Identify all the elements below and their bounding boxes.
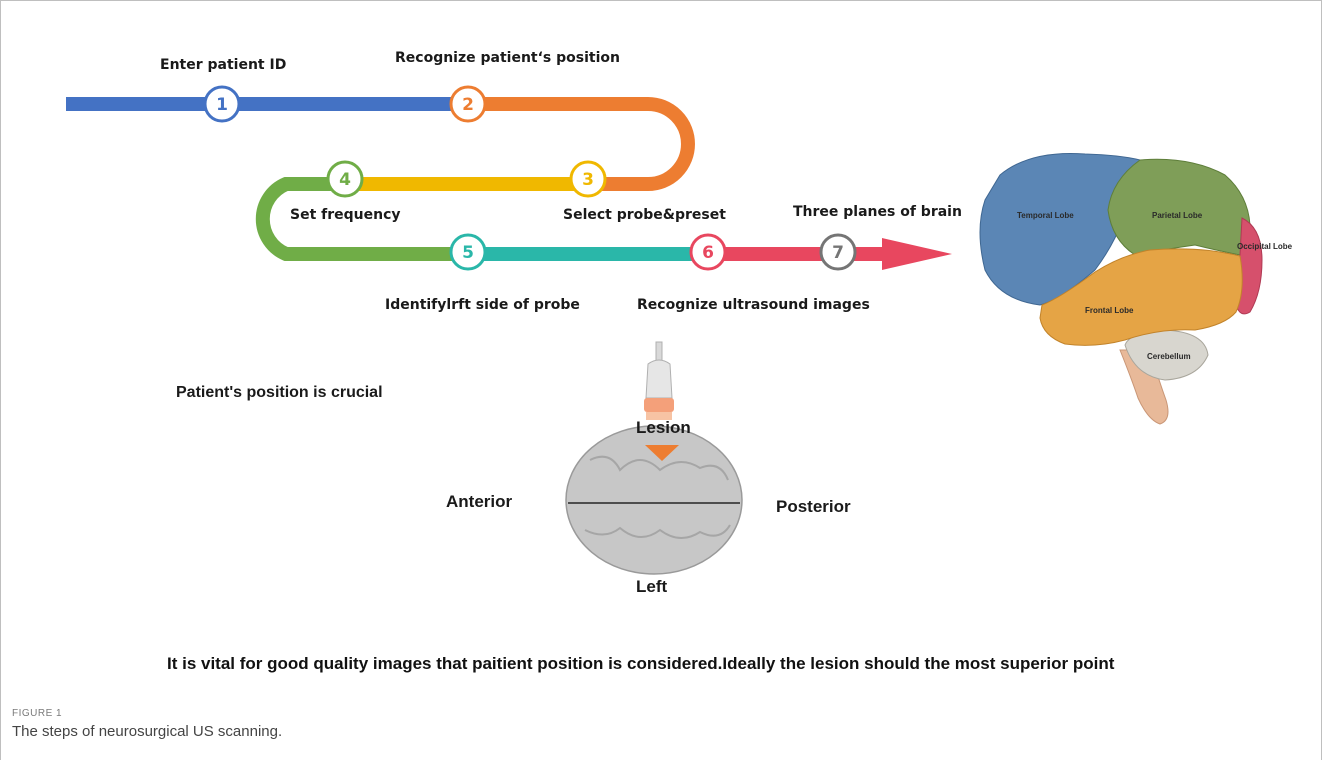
path-segment-green xyxy=(255,177,468,261)
ultrasound-probe-icon xyxy=(644,341,674,420)
brain-lateral-illustration: Temporal Lobe Parietal Lobe Occipital Lo… xyxy=(979,152,1293,425)
figure-label: FIGURE 1 xyxy=(12,708,63,719)
temporal-lobe-label: Temporal Lobe xyxy=(1017,211,1074,220)
lesion-marker xyxy=(645,445,679,461)
step-number-7: 7 xyxy=(832,243,844,263)
posterior-label: Posterior xyxy=(776,497,851,516)
figure-caption: The steps of neurosurgical US scanning. xyxy=(12,723,283,740)
frontal-lobe-label: Frontal Lobe xyxy=(1085,306,1134,315)
position-heading: Patient's position is crucial xyxy=(176,384,383,401)
step-circle-1: 1 xyxy=(203,85,241,123)
parietal-lobe-shape xyxy=(1107,158,1251,256)
step-2-label: Recognize patient‘s position xyxy=(395,50,620,66)
step-circle-6: 6 xyxy=(689,233,727,271)
step-7-label: Three planes of brain xyxy=(793,204,962,220)
step-circle-7: 7 xyxy=(819,233,857,271)
path-segment-orange xyxy=(468,97,695,191)
temporal-lobe-shape xyxy=(979,152,1141,306)
frame-border-top xyxy=(0,0,1322,1)
step-number-6: 6 xyxy=(702,243,714,263)
path-arrowhead xyxy=(882,238,952,270)
step-circle-4: 4 xyxy=(326,160,364,198)
brainstem-shape xyxy=(1119,349,1169,425)
step-6-label: Recognize ultrasound images xyxy=(637,297,870,313)
step-circle-3: 3 xyxy=(569,160,607,198)
frontal-lobe-shape xyxy=(1039,248,1243,346)
left-label: Left xyxy=(636,577,668,596)
lesion-label: Lesion xyxy=(636,418,691,437)
parietal-lobe-label: Parietal Lobe xyxy=(1152,211,1203,220)
cerebellum-label: Cerebellum xyxy=(1147,352,1191,361)
brain-top-view-illustration xyxy=(565,425,743,575)
frame-border-left xyxy=(0,0,1,760)
step-number-3: 3 xyxy=(582,170,594,190)
step-number-4: 4 xyxy=(339,170,351,190)
position-note: It is vital for good quality images that… xyxy=(167,654,1115,673)
step-3-label: Select probe&preset xyxy=(563,207,726,223)
step-5-label: Identifylrft side of probe xyxy=(385,297,580,313)
step-number-1: 1 xyxy=(216,95,228,115)
step-number-5: 5 xyxy=(462,243,474,263)
anterior-label: Anterior xyxy=(446,492,513,511)
step-4-label: Set frequency xyxy=(290,207,401,223)
occipital-lobe-label: Occipital Lobe xyxy=(1237,242,1293,251)
step-number-2: 2 xyxy=(462,95,474,115)
step-circle-2: 2 xyxy=(449,85,487,123)
step-1-label: Enter patient ID xyxy=(160,57,287,73)
step-circle-5: 5 xyxy=(449,233,487,271)
